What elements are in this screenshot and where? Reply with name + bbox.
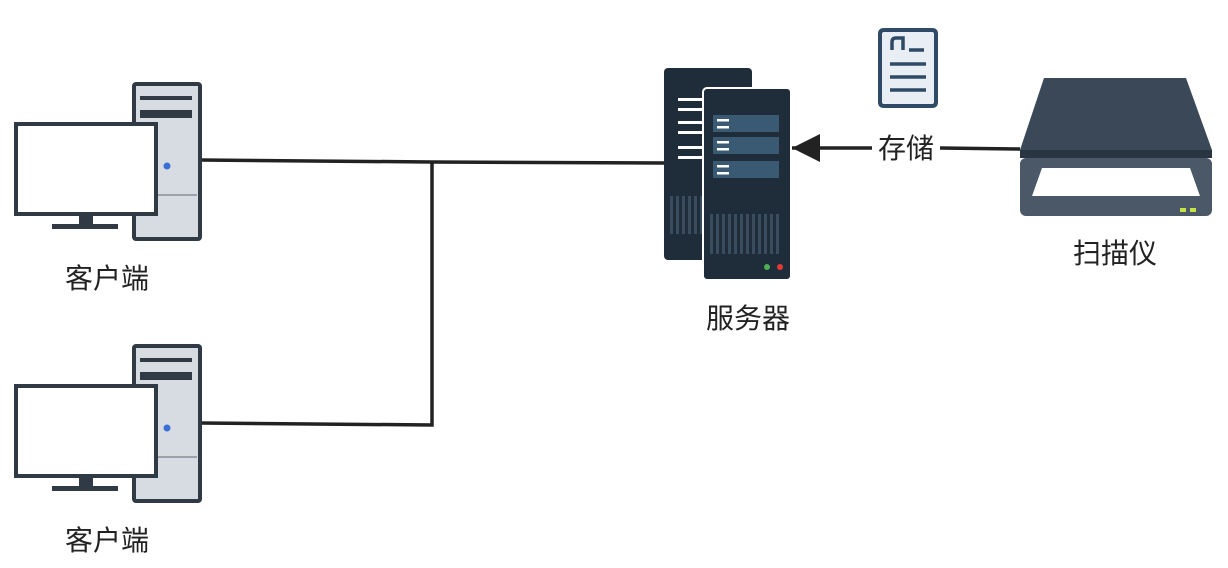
arrow-line-right: [939, 146, 1021, 151]
server-label: 服务器: [706, 302, 790, 335]
client-bottom[interactable]: 客户端: [14, 344, 202, 557]
client-top[interactable]: 客户端: [14, 82, 202, 295]
connection-lines: [199, 158, 665, 427]
client-bottom-label: 客户端: [65, 524, 149, 557]
client-top-label: 客户端: [65, 262, 149, 295]
flatbed-scanner-icon: [1020, 78, 1212, 216]
link-client-bottom-to-bus: [199, 162, 434, 427]
desktop-computer-icon: [14, 344, 202, 503]
server[interactable]: 服务器: [664, 68, 792, 335]
edge-scanner-to-server: 存储: [792, 132, 1021, 165]
desktop-computer-icon: [14, 82, 202, 241]
document-icon: [878, 28, 938, 108]
edge-label-store: 存储: [878, 132, 934, 165]
scanner[interactable]: 扫描仪: [1020, 78, 1212, 270]
server-rack-icon: [664, 68, 792, 281]
scanner-label: 扫描仪: [1073, 237, 1157, 270]
